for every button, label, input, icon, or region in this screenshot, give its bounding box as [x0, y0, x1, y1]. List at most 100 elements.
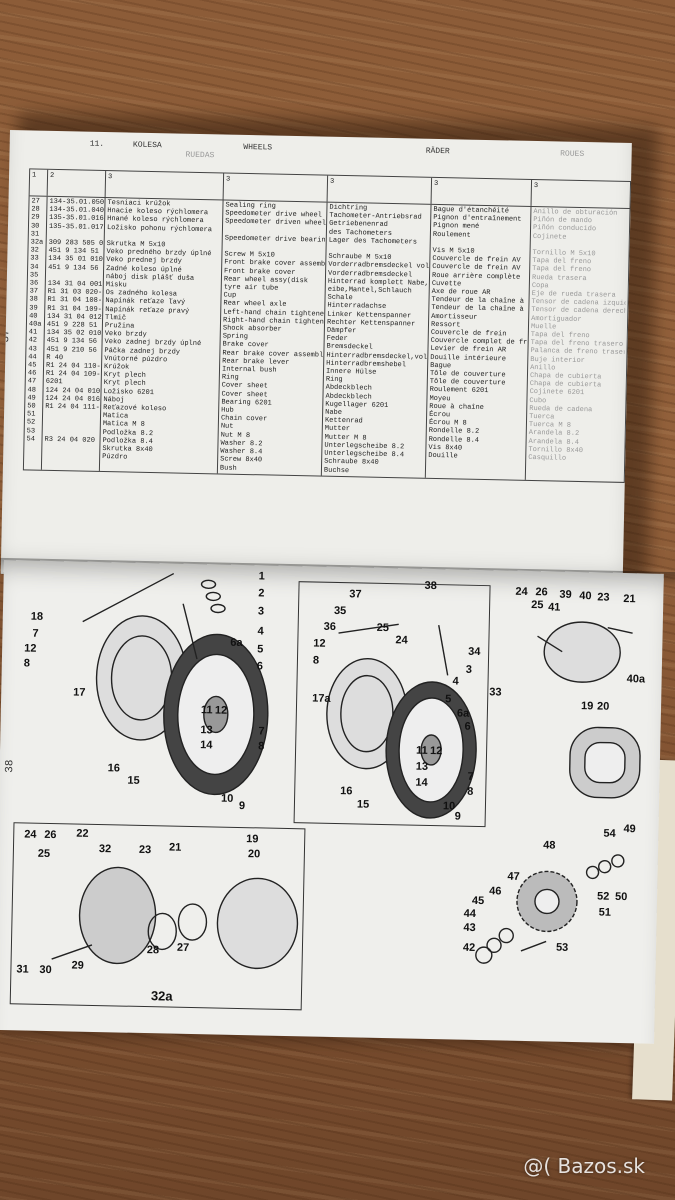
table-cell: 34 [30, 263, 39, 272]
col-header-5: 3 [327, 175, 433, 204]
callout-9: 9 [238, 799, 246, 813]
table-cell: 33 [30, 254, 39, 264]
callout-40a: 40a [626, 673, 646, 686]
callout-39: 39 [559, 588, 572, 601]
callout-41: 41 [548, 601, 561, 614]
callout-51: 51 [598, 906, 612, 919]
callout-25: 25 [376, 621, 390, 635]
callout-46: 46 [489, 885, 502, 898]
table-cell: 27 [31, 197, 40, 206]
brake-assembly-drawing [51, 866, 299, 970]
callout-21: 21 [168, 841, 182, 854]
table-cell: 49 [27, 394, 36, 403]
table-cell: 31 [30, 230, 40, 239]
callout-53: 53 [555, 941, 569, 954]
callout-3: 3 [257, 605, 265, 618]
callout-13: 13 [200, 724, 213, 737]
callout-13: 13 [415, 760, 429, 773]
callout-12: 12 [214, 704, 228, 717]
table-cell: 28 [31, 205, 40, 214]
callout-19: 19 [580, 700, 594, 713]
callout-5: 5 [257, 643, 264, 656]
callout-7: 7 [258, 725, 265, 738]
table-cell: Púzdro [102, 453, 128, 462]
callout-32a: 32a [150, 988, 173, 1004]
table-cell: 30 [30, 222, 40, 231]
callout-1: 1 [258, 570, 265, 583]
table-cell: Buchse [323, 466, 350, 475]
callout-6a: 6a [230, 636, 243, 650]
brake-assembly-box: 24 26 22 25 32 23 21 31 30 29 28 27 32a [9, 822, 306, 1011]
callout-27: 27 [176, 941, 190, 954]
page-number-38: 38 [4, 759, 17, 773]
callout-54: 54 [603, 827, 616, 840]
table-cell: 53 [26, 427, 36, 436]
front-wheel-diagram [82, 572, 269, 796]
table-cell: R3 24 04 020 [44, 435, 96, 445]
sprocket-group: 48 54 49 47 52 50 46 51 45 44 43 42 53 [4, 560, 664, 964]
callout-38: 38 [424, 579, 437, 593]
callout-14: 14 [415, 776, 428, 789]
table-cell: 38 [29, 295, 38, 305]
callout-11: 11 [415, 744, 428, 757]
rear-wheel-drawing [326, 623, 477, 819]
callout-21: 21 [623, 592, 636, 606]
section-title: 11. KOLESA WHEELS RÄDER ROUES RUEDAS [89, 139, 585, 161]
table-cell: 35 [29, 271, 39, 280]
callout-6a: 6a [456, 707, 470, 720]
callout-18: 18 [30, 610, 44, 623]
callout-22: 22 [76, 827, 89, 840]
callout-6: 6 [464, 720, 471, 733]
callout-37: 37 [349, 588, 362, 601]
col-header-7: 3 [533, 181, 539, 191]
callout-17a: 17a [312, 692, 331, 705]
callout-45: 45 [471, 894, 485, 908]
callout-14: 14 [200, 739, 213, 752]
table-cell: 45 [27, 361, 37, 370]
callout-7: 7 [467, 770, 474, 783]
callout-4: 4 [452, 675, 459, 688]
callout-2: 2 [258, 587, 265, 600]
table-cell: 32a [30, 238, 44, 247]
callout-6: 6 [256, 660, 264, 673]
table-cell: 46 [27, 369, 37, 378]
callout-8: 8 [312, 654, 320, 667]
callout-11: 11 [200, 704, 213, 717]
callout-44: 44 [463, 907, 477, 920]
callout-20b: 20 [247, 848, 261, 861]
callout-31: 31 [16, 963, 29, 976]
col-header-1: 1 [29, 169, 49, 196]
callout-8: 8 [258, 740, 265, 753]
table-cell: 43 [28, 345, 37, 354]
callout-4: 4 [257, 625, 264, 638]
table-cell: 451 9 134 56 001 [48, 263, 106, 273]
callout-8c: 8 [467, 785, 474, 798]
callout-15: 15 [127, 774, 140, 787]
callout-32: 32 [98, 843, 112, 856]
callout-49: 49 [623, 823, 636, 836]
brake-shoes-group: 19 20 [4, 560, 664, 799]
callout-35: 35 [333, 604, 347, 618]
callout-3: 3 [465, 663, 473, 676]
catalogue-page-top: 11. KOLESA WHEELS RÄDER ROUES RUEDAS 37 … [0, 130, 632, 587]
sprocket-drawing [475, 854, 625, 964]
callout-43: 43 [463, 921, 476, 934]
table-cell: 37 [29, 287, 39, 296]
callout-26: 26 [44, 828, 57, 842]
callout-15: 15 [356, 798, 370, 811]
table-cell: 54 [26, 435, 36, 444]
callout-19b: 19 [246, 833, 259, 846]
col-header-2: 2 [47, 169, 107, 198]
rear-wheel-diagram-box: 37 38 35 36 25 24 12 8 34 3 4 5 6a 6 7 8… [293, 579, 502, 828]
callout-33: 33 [489, 686, 502, 699]
table-cell: 47 [27, 377, 37, 387]
brake-detail-group: 24 26 39 40 23 21 25 41 40a [4, 560, 664, 686]
callout-47: 47 [507, 870, 520, 883]
